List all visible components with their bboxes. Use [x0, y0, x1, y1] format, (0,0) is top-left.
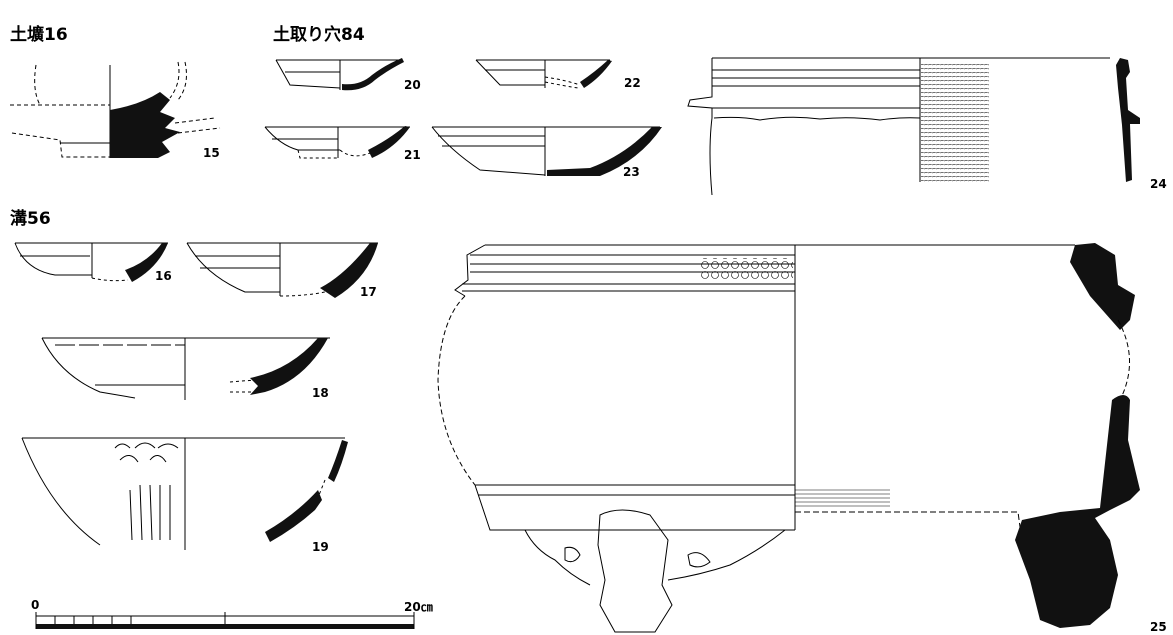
vessel-16	[14, 242, 168, 282]
vessel-22	[475, 59, 612, 89]
section-title-mizo: 溝56	[10, 209, 51, 229]
vessel-25	[437, 243, 1140, 633]
figure-number: 17	[360, 285, 377, 299]
figure-number: 19	[312, 540, 329, 554]
vessel-24	[687, 57, 1140, 196]
figure-number: 15	[203, 146, 220, 160]
figure-number: 23	[623, 165, 640, 179]
figure-number: 24	[1150, 177, 1167, 191]
vessel-15	[10, 61, 221, 158]
vessel-20	[275, 58, 404, 91]
vessel-21	[264, 126, 410, 159]
figure-number: 16	[155, 269, 172, 283]
vessel-15-section	[110, 92, 180, 158]
section-title-dokou: 土壙16	[10, 25, 68, 45]
figure-number: 18	[312, 386, 329, 400]
vessel-23	[431, 126, 662, 176]
figure-number: 21	[404, 148, 421, 162]
figure-number: 22	[624, 76, 641, 90]
figure-number: 20	[404, 78, 421, 92]
scale-end-label: 20㎝	[404, 600, 433, 614]
vessel-18	[41, 337, 330, 400]
vessel-17	[186, 242, 378, 298]
figure-number: 25	[1150, 620, 1167, 634]
section-title-dotoriana: 土取り穴84	[273, 25, 365, 45]
vessel-19	[21, 437, 348, 550]
scale-start-label: 0	[31, 598, 40, 612]
scale-bar	[35, 612, 415, 629]
